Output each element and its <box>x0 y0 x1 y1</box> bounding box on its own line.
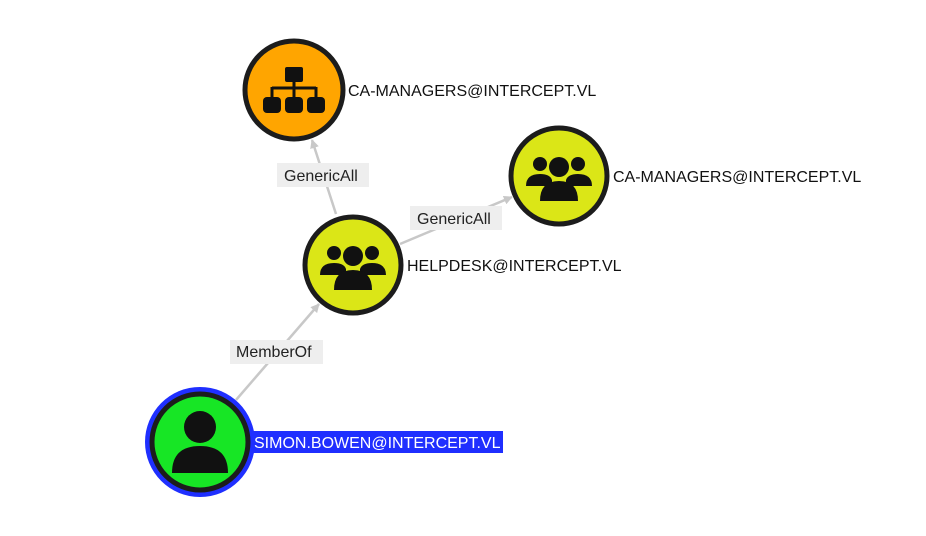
node-ca-managers-group[interactable]: CA-MANAGERS@INTERCEPT.VL <box>508 125 861 227</box>
edge-label-text: GenericAll <box>284 168 358 185</box>
edge-label-bg <box>410 206 502 230</box>
edge-label-genericall-group[interactable]: GenericAll <box>410 206 502 230</box>
edge-label-text: MemberOf <box>236 344 312 361</box>
edge-label-text: GenericAll <box>417 211 491 228</box>
edge-label-genericall-ou[interactable]: GenericAll <box>277 163 369 187</box>
node-label: HELPDESK@INTERCEPT.VL <box>407 258 622 275</box>
edge-label-bg <box>230 340 323 364</box>
users-group-icon <box>526 157 592 201</box>
org-chart-icon <box>263 67 325 113</box>
user-icon <box>172 411 228 473</box>
node-simon-bowen[interactable]: SIMON.BOWEN@INTERCEPT.VL <box>145 387 503 497</box>
selected-label-bg <box>252 431 503 453</box>
node-ca-managers-ou[interactable]: CA-MANAGERS@INTERCEPT.VL <box>242 38 596 142</box>
node-helpdesk[interactable]: HELPDESK@INTERCEPT.VL <box>302 214 622 316</box>
users-group-icon <box>320 246 386 290</box>
node-label: SIMON.BOWEN@INTERCEPT.VL <box>254 435 501 452</box>
node-label: CA-MANAGERS@INTERCEPT.VL <box>613 169 861 186</box>
node-label: CA-MANAGERS@INTERCEPT.VL <box>348 83 596 100</box>
edge-label-bg <box>277 163 369 187</box>
edge-label-memberof[interactable]: MemberOf <box>230 340 323 364</box>
